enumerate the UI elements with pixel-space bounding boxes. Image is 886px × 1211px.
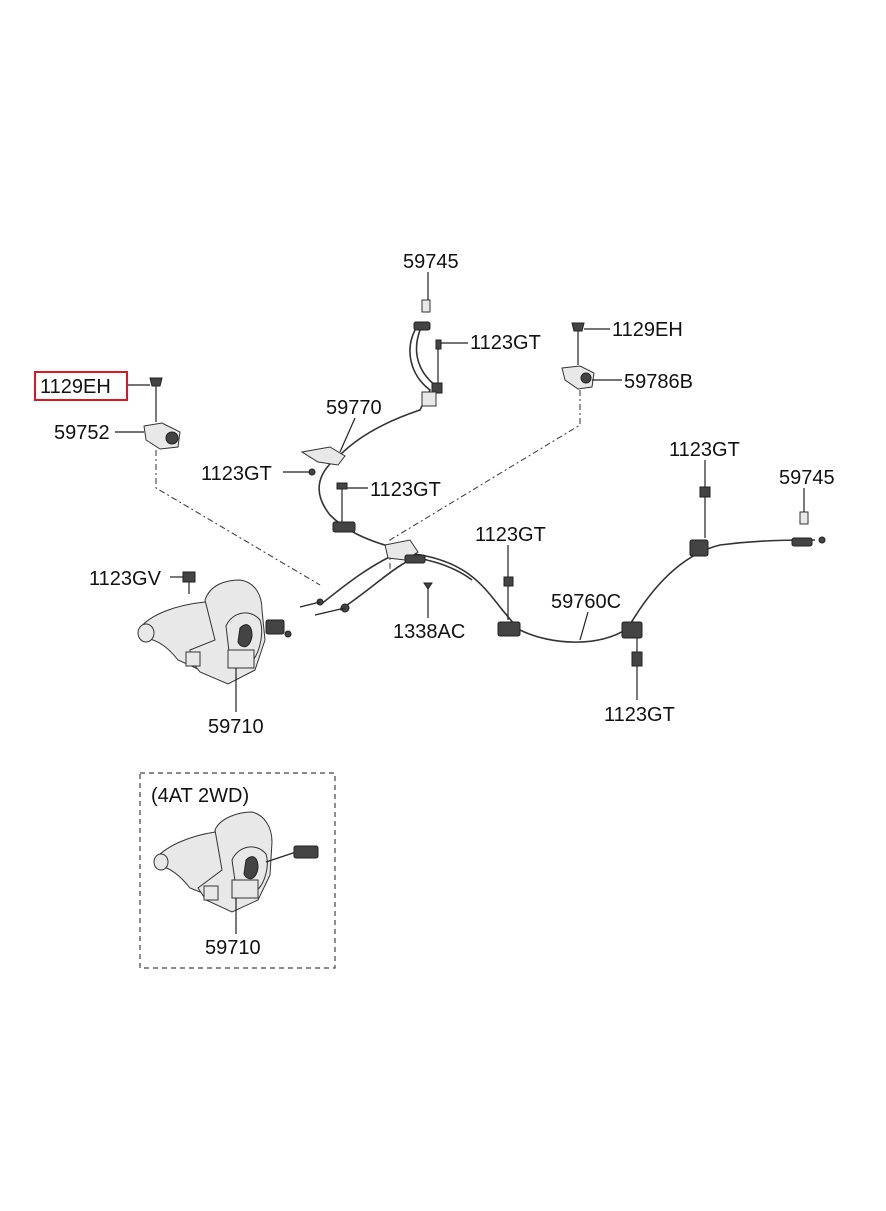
bolt-1123GT-left [308,468,316,476]
lever-assy-59710-main [137,579,292,685]
bolt-1123GT-top [421,339,443,407]
leader-dashed-2 [389,390,581,575]
label-59745-right: 59745 [779,467,835,489]
label-4at-2wd: (4AT 2WD) [151,785,249,807]
label-59760C: 59760C [551,591,621,613]
label-1123GT-f: 1123GT [604,704,675,726]
label-59770: 59770 [326,397,382,419]
label-59752: 59752 [54,422,110,444]
clip-59745-top [413,299,431,331]
equalizer [299,539,426,616]
label-1123GT-e: 1123GT [475,524,546,546]
label-1123GT-c: 1123GT [370,479,441,501]
bolt-1129EH-left [149,377,163,422]
label-59710-variant: 59710 [205,937,261,959]
clip-59745-right [791,511,826,547]
label-1123GV: 1123GV [89,568,162,590]
label-1129EH-highlighted: 1129EH [40,376,111,398]
leader-dashed-1 [155,450,321,586]
clip-1338AC [423,582,433,614]
bracket-59786B [561,365,595,390]
label-1129EH-right: 1129EH [612,319,683,341]
label-1123GT-b: 1123GT [201,463,272,485]
variant-box [139,772,336,969]
lever-assy-59710-4at-2wd [153,811,319,913]
label-1123GT-d: 1123GT [669,439,740,461]
bolt-1123GT-center [497,576,521,637]
bolt-1123GT-mid [336,482,348,522]
cable-59770 [318,329,437,549]
label-1123GT-a: 1123GT [470,332,541,354]
bolt-1129EH-right [571,322,585,365]
cable-front [319,551,411,611]
bolt-1123GT-right-top [689,486,711,557]
bracket-59770 [300,446,356,533]
leader-lines [115,272,805,934]
bolt-1123GV [182,571,196,594]
highlight-box [34,371,128,401]
bracket-59760C [621,621,643,667]
bracket-59752 [143,422,181,450]
label-59745-top: 59745 [403,251,459,273]
label-59710-main: 59710 [208,716,264,738]
label-1338AC: 1338AC [393,621,465,643]
label-59786B: 59786B [624,371,693,393]
